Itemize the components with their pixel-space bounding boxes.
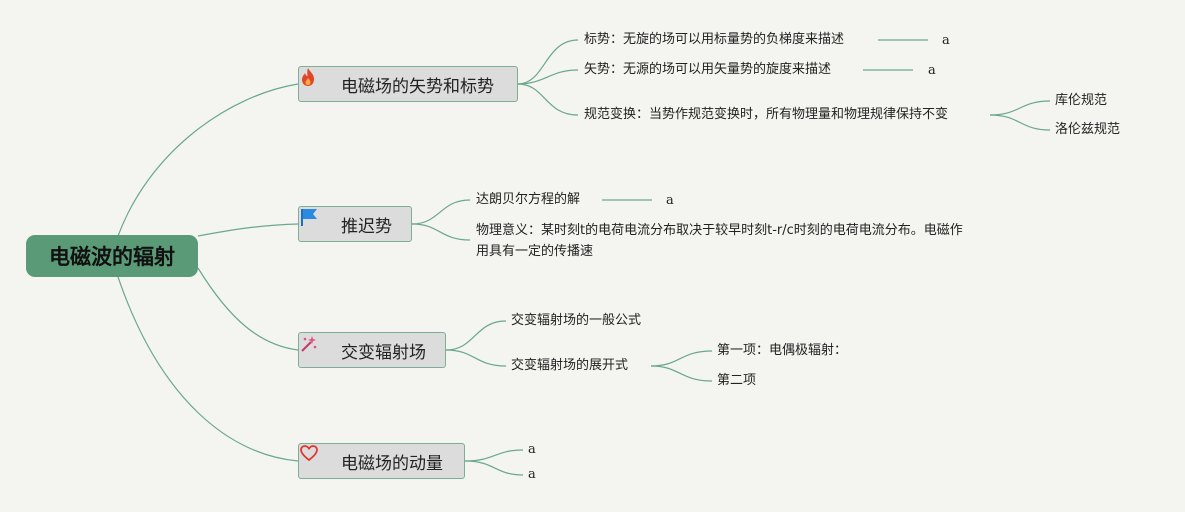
connector-root-branch-1 <box>117 83 299 237</box>
leaf-note[interactable]: a <box>942 33 950 48</box>
connector-b1-l3 <box>517 83 579 116</box>
connector-b1-l3-c1 <box>989 100 1051 116</box>
branch-label: 电磁场的动量 <box>341 453 443 474</box>
branch-node-vector-scalar-potential[interactable]: 电磁场的矢势和标势 <box>298 66 518 102</box>
leaf-lorenz-gauge[interactable]: 洛伦兹规范 <box>1055 122 1121 137</box>
branch-label: 交变辐射场 <box>341 342 426 363</box>
heart-icon <box>300 445 335 471</box>
branch-node-field-momentum[interactable]: 电磁场的动量 <box>298 443 465 479</box>
connector-b3-l2-c1 <box>650 350 713 367</box>
connector-root-branch-2 <box>197 223 299 237</box>
leaf-physical-meaning[interactable]: 物理意义：某时刻t的电荷电流分布取决于较早时刻t-r/c时刻的电荷电流分布。电磁… <box>476 223 963 259</box>
branch-node-alternating-field[interactable]: 交变辐射场 <box>298 332 446 368</box>
leaf-vector-potential[interactable]: 矢势：无源的场可以用矢量势的旋度来描述 <box>584 62 832 77</box>
connector-b4-l1 <box>464 449 524 462</box>
fire-icon <box>302 68 335 94</box>
leaf-expansion[interactable]: 交变辐射场的展开式 <box>511 358 629 373</box>
leaf-scalar-potential[interactable]: 标势：无旋的场可以用标量势的负梯度来描述 <box>584 32 845 47</box>
leaf-note[interactable]: a <box>666 193 674 208</box>
leaf-first-term[interactable]: 第一项：电偶极辐射： <box>717 343 848 358</box>
connector-root-branch-4 <box>117 276 299 462</box>
flag-icon <box>301 209 335 234</box>
branch-label: 推迟势 <box>341 216 392 237</box>
connector-b3-l1 <box>445 320 507 351</box>
connector-b2-l1 <box>411 199 471 225</box>
leaf-coulomb-gauge[interactable]: 库伦规范 <box>1055 93 1108 108</box>
connector-b1-l2 <box>517 69 579 85</box>
leaf-general-formula[interactable]: 交变辐射场的一般公式 <box>511 313 642 328</box>
root-node[interactable]: 电磁波的辐射 <box>26 235 198 277</box>
connector-root-branch-3 <box>197 267 299 351</box>
leaf-note[interactable]: a <box>928 63 936 78</box>
root-label: 电磁波的辐射 <box>49 245 175 269</box>
connector-b3-l2 <box>445 349 507 367</box>
connector-b3-l2-c2 <box>650 365 713 382</box>
connector-b2-l2 <box>411 223 471 241</box>
connector-b1-l1 <box>517 39 579 85</box>
leaf-note[interactable]: a <box>528 442 536 457</box>
leaf-note[interactable]: a <box>528 467 536 482</box>
leaf-second-term[interactable]: 第二项 <box>717 373 757 388</box>
sparkle-icon <box>301 336 335 360</box>
branch-label: 电磁场的矢势和标势 <box>341 76 494 97</box>
leaf-gauge-transform[interactable]: 规范变换：当势作规范变换时，所有物理量和物理规律保持不变 <box>584 107 949 122</box>
leaf-dalembert-solution[interactable]: 达朗贝尔方程的解 <box>476 192 581 207</box>
connector-b1-l3-c2 <box>989 114 1051 131</box>
connector-b4-l2 <box>464 460 524 476</box>
branch-node-retarded-potential[interactable]: 推迟势 <box>298 206 412 242</box>
